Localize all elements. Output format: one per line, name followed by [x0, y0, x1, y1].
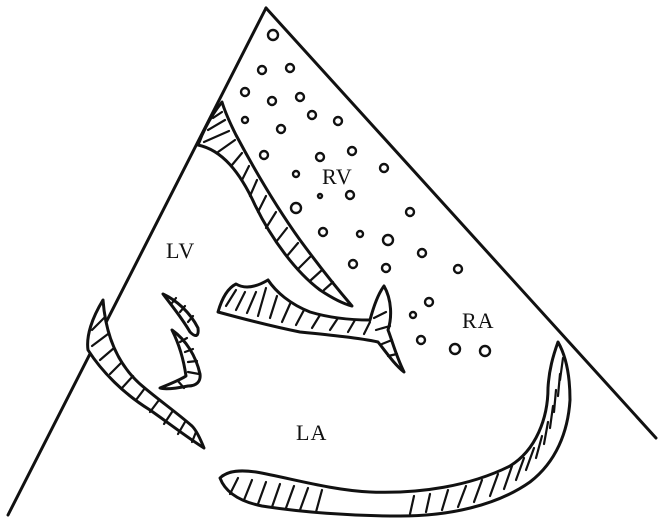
contrast-bubble — [258, 66, 266, 74]
av-junction — [218, 280, 404, 372]
contrast-bubble — [425, 298, 433, 306]
contrast-bubble — [291, 203, 301, 213]
contrast-bubble — [380, 164, 388, 172]
contrast-bubble — [480, 346, 490, 356]
mitral-anterior-leaflet — [163, 294, 198, 335]
contrast-bubble — [410, 312, 416, 318]
contrast-bubble — [268, 97, 276, 105]
contrast-bubble — [418, 249, 426, 257]
contrast-bubble — [383, 235, 393, 245]
contrast-bubble — [346, 191, 354, 199]
contrast-bubble — [296, 93, 304, 101]
contrast-bubble — [348, 147, 356, 155]
label-rv: RV — [322, 164, 353, 189]
contrast-bubble — [318, 194, 322, 198]
contrast-bubble — [417, 336, 425, 344]
contrast-bubble — [319, 228, 327, 236]
contrast-bubble — [450, 344, 460, 354]
sector-left-edge — [8, 8, 266, 515]
contrast-bubble — [406, 208, 414, 216]
contrast-bubble — [334, 117, 342, 125]
contrast-bubble — [260, 151, 268, 159]
atrial-wall — [220, 342, 570, 516]
contrast-bubble — [268, 30, 278, 40]
label-la: LA — [296, 420, 327, 445]
mitral-posterior-leaflet — [160, 330, 200, 389]
sector-right-edge — [266, 8, 656, 438]
contrast-bubble — [454, 265, 462, 273]
contrast-bubble — [277, 125, 285, 133]
mitral-valve — [160, 294, 200, 389]
contrast-bubble — [293, 171, 299, 177]
contrast-bubble — [242, 117, 248, 123]
contrast-bubble — [349, 260, 357, 268]
interventricular-septum — [198, 102, 352, 306]
contrast-bubble — [241, 88, 249, 96]
contrast-bubble — [286, 64, 294, 72]
contrast-bubble — [357, 231, 363, 237]
contrast-bubble — [308, 111, 316, 119]
contrast-bubble — [382, 264, 390, 272]
contrast-bubble — [316, 153, 324, 161]
label-lv: LV — [166, 238, 195, 263]
label-ra: RA — [462, 308, 495, 333]
